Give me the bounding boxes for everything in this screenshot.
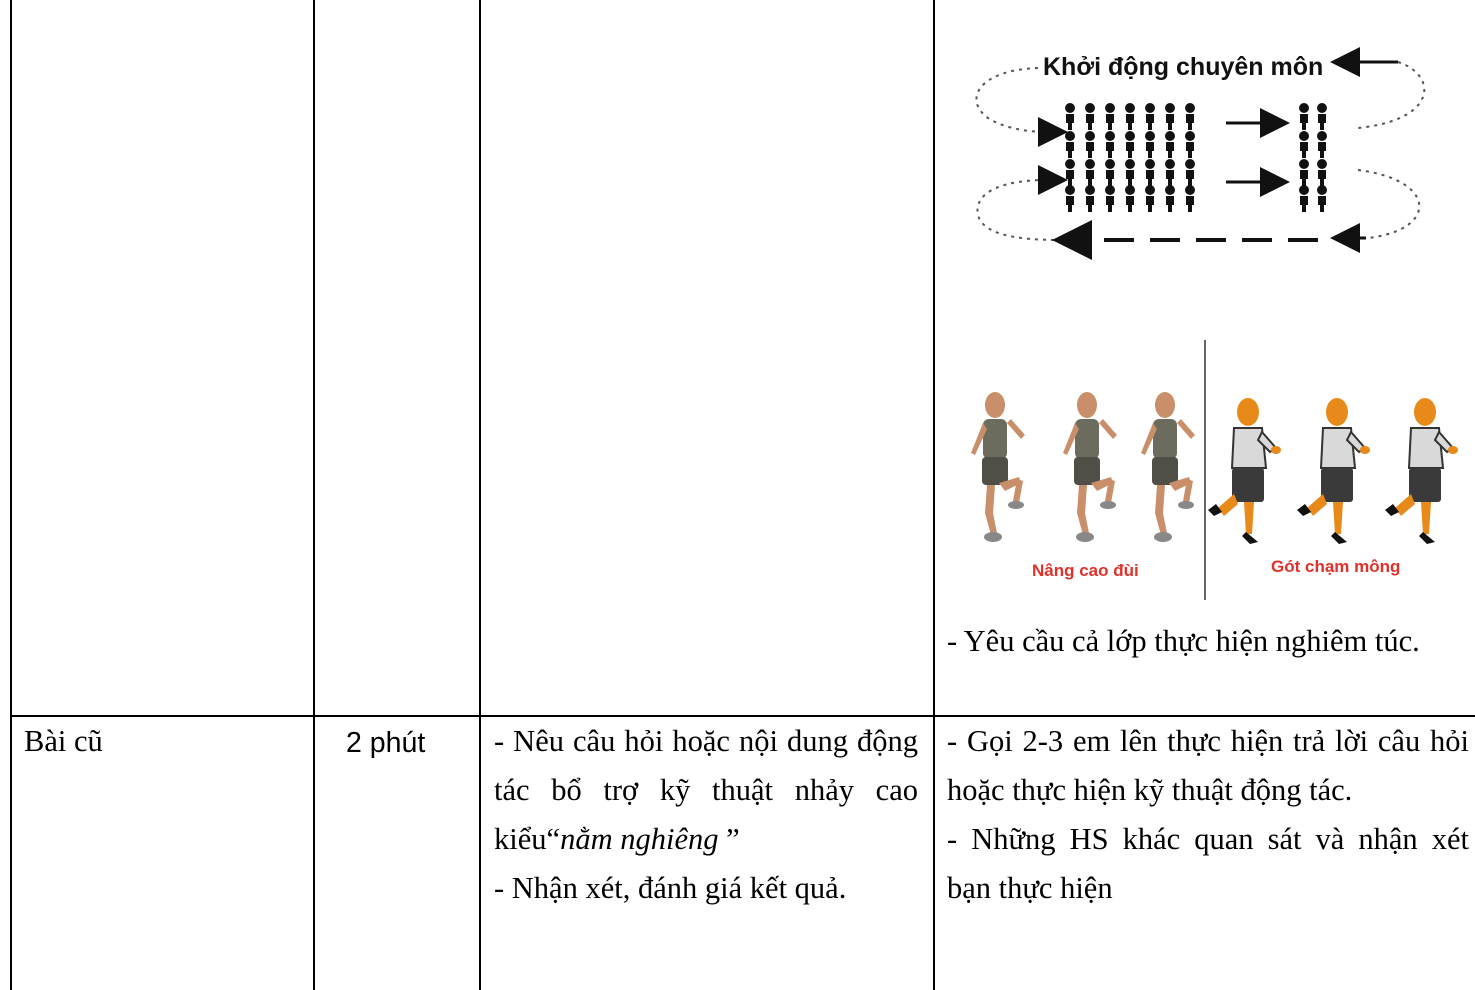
high-knees-runner-figures-icon (971, 392, 1195, 542)
technique-name: nằm nghiêng (560, 822, 719, 856)
teacher-activity-cell: - Nêu câu hỏi hoặc nội dung động tác bổ … (494, 717, 918, 913)
quote-open: “ (546, 822, 561, 856)
time-cell: 2 phút (346, 727, 426, 759)
content-cell-bai-cu: Bài cũ (24, 724, 103, 758)
teacher-activity-text: - Nêu câu hỏi hoặc nội dung động tác bổ … (494, 724, 918, 856)
student-activity-cell: - Gọi 2-3 em lên thực hiện trả lời câu h… (947, 717, 1469, 913)
column-divider-2 (479, 0, 481, 990)
column-divider-3 (933, 0, 935, 990)
teacher-activity-line1: - Nêu câu hỏi hoặc nội dung động tác bổ … (494, 717, 918, 864)
high-knees-caption: Nâng cao đùi (1032, 561, 1139, 580)
warmup-diagram: Khởi động chuyên môn (968, 40, 1438, 265)
teacher-note-row1: - Yêu cầu cả lớp thực hiện nghiêm túc. (947, 624, 1420, 658)
student-activity-line2: - Những HS khác quan sát và nhận xét bạn… (947, 822, 1469, 905)
row-divider (10, 715, 1475, 717)
column-divider-1 (313, 0, 315, 990)
drills-illustration: Nâng cao đùi Gót chạm mông (955, 340, 1470, 605)
butt-kick-caption: Gót chạm mông (1271, 557, 1400, 576)
butt-kick-runner-figures-icon (1207, 397, 1459, 545)
teacher-activity-line2: - Nhận xét, đánh giá kết quả. (494, 871, 847, 905)
quote-close: ” (718, 822, 740, 856)
student-activity-line1: - Gọi 2-3 em lên thực hiện trả lời câu h… (947, 724, 1469, 807)
warmup-title: Khởi động chuyên môn (1043, 53, 1323, 81)
table-border-left (10, 0, 12, 990)
runner-formation-diagram-icon: Khởi động chuyên môn (975, 47, 1426, 260)
